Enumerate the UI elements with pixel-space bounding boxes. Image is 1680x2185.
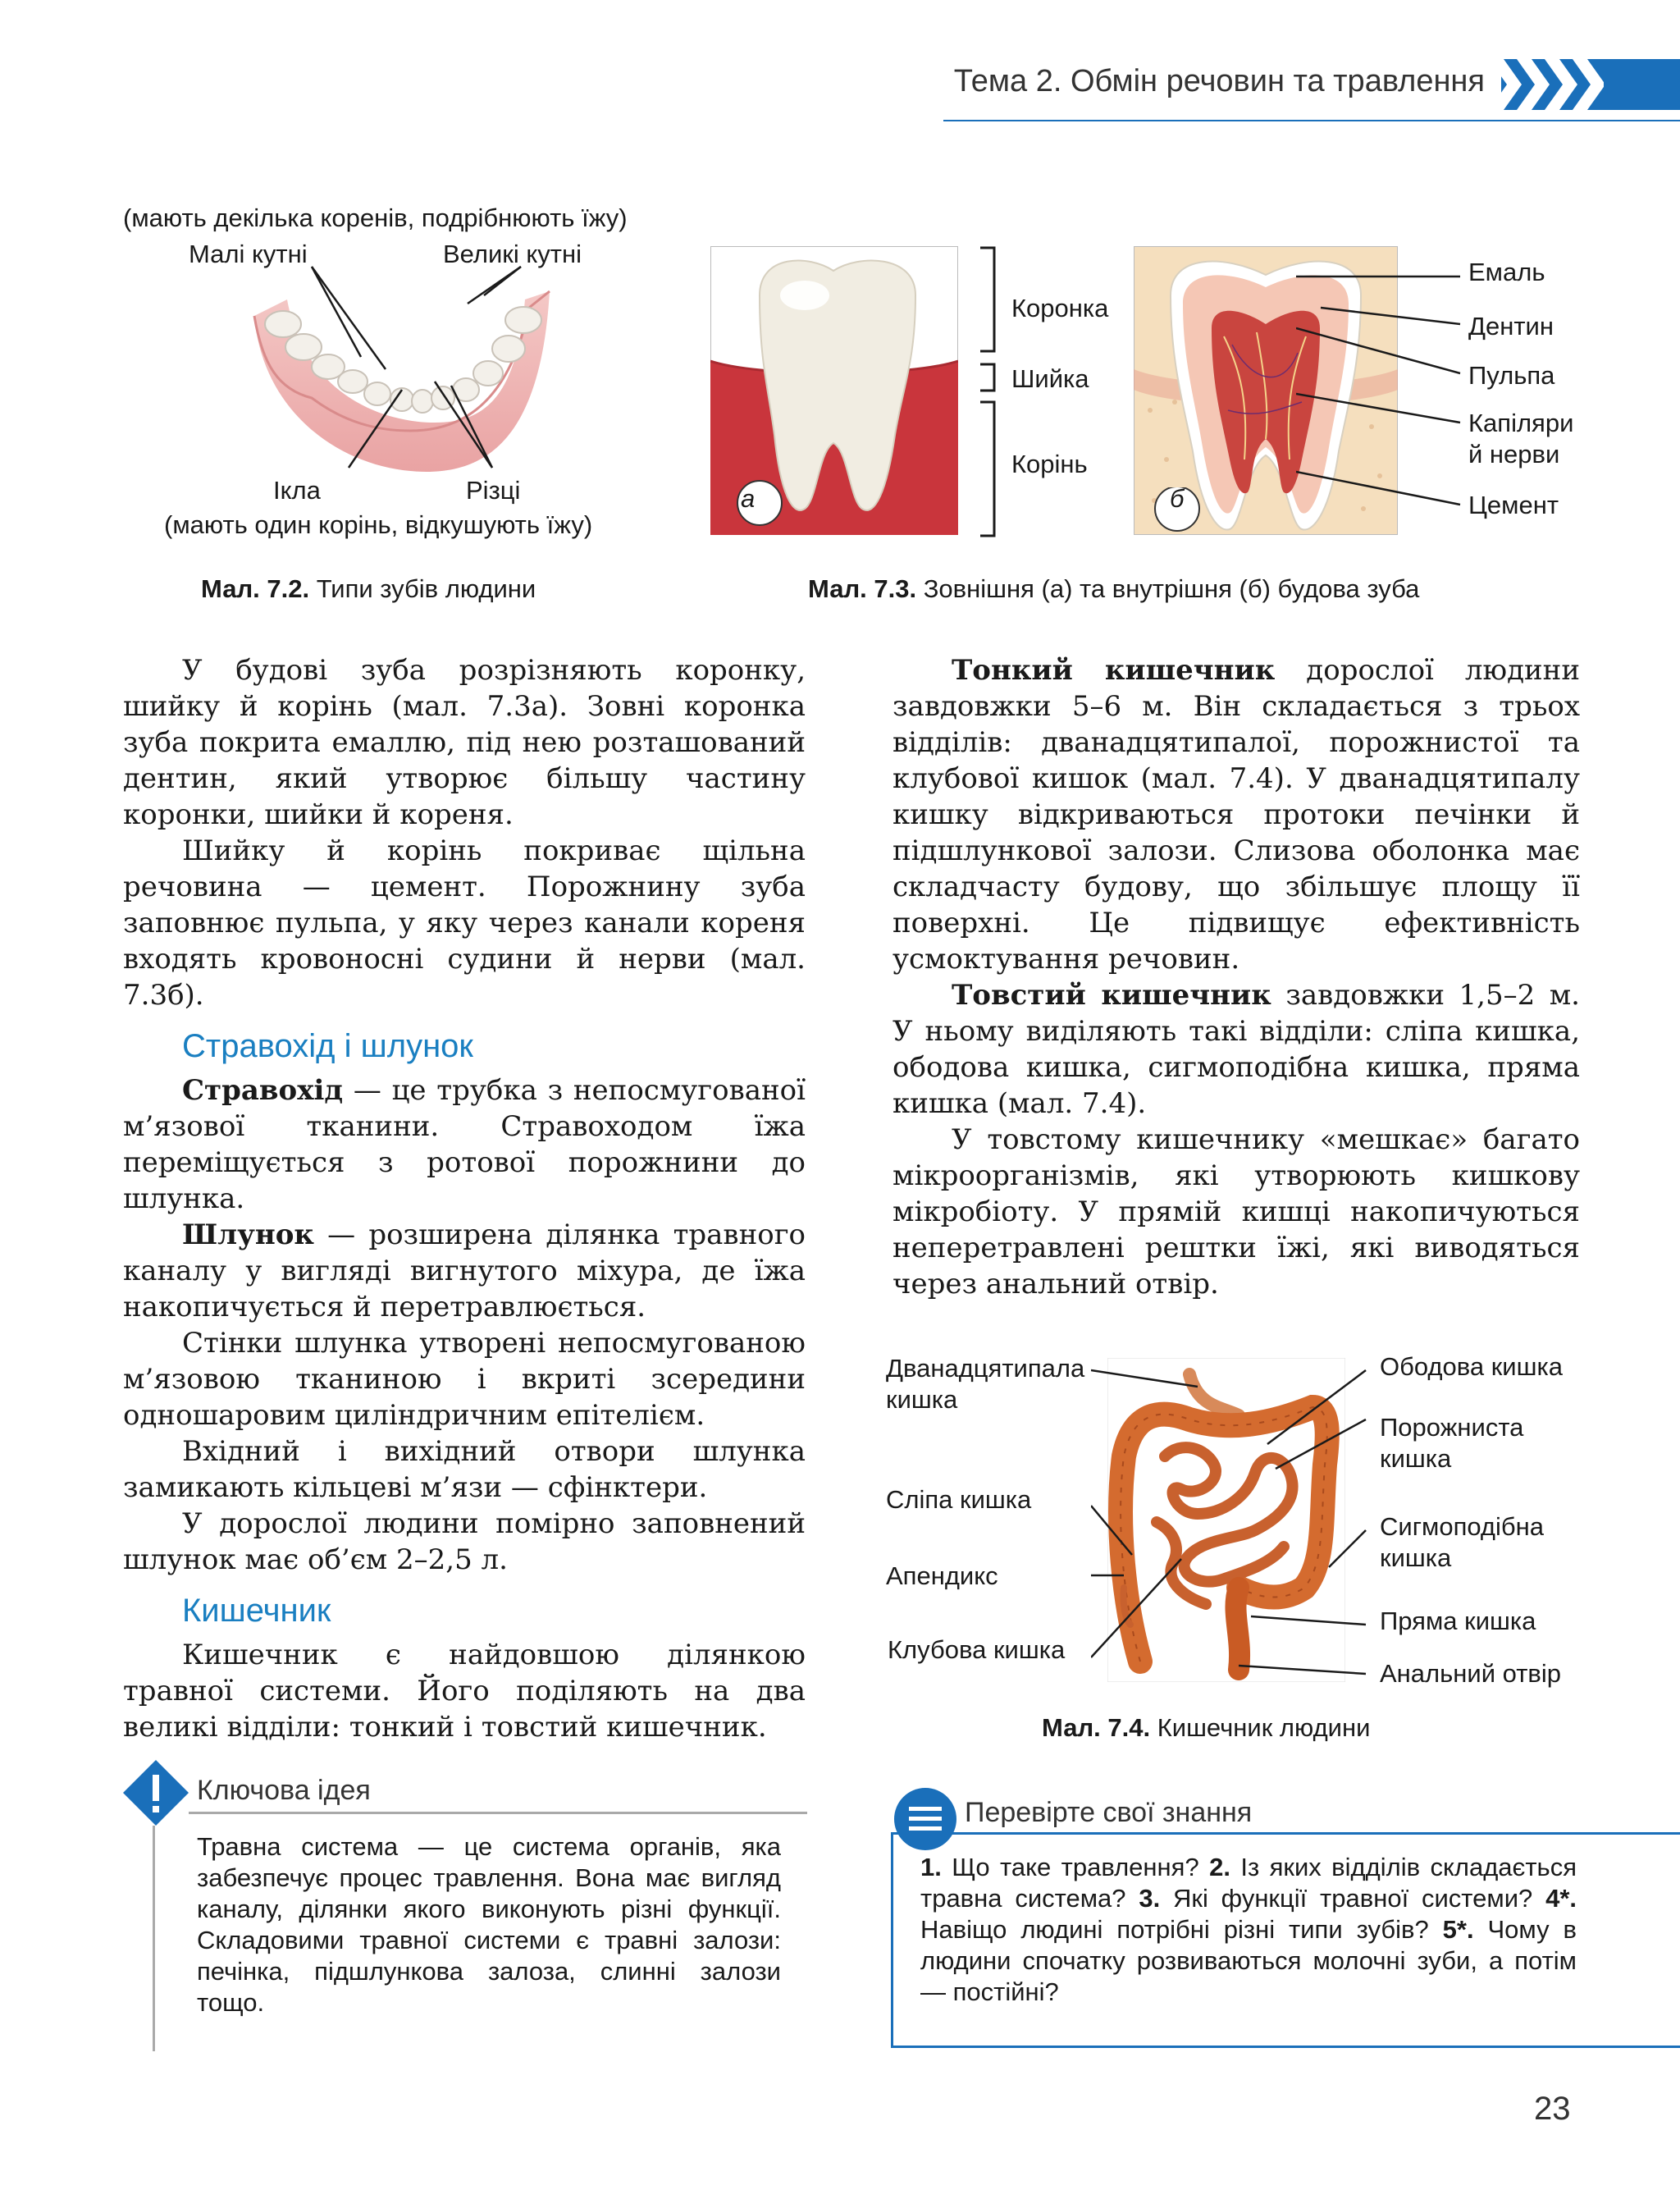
fig73-label-cement: Цемент (1468, 491, 1559, 519)
fig73-label-pulp: Пульпа (1468, 361, 1555, 390)
para-small-intestine: Тонкий кишечник дорослої людини завдовжк… (892, 654, 1580, 976)
fig74-label-duodenum: Дванадцятипала (886, 1354, 1085, 1383)
fig74-leader-lines (1091, 1369, 1367, 1675)
left-column: У будові зуба розрізняють коронку, шийку… (123, 652, 806, 1745)
fig72-caption: Мал. 7.2. Типи зубів людини (201, 574, 536, 603)
fig73-label-dentin: Дентин (1468, 312, 1554, 341)
key-idea-rule (189, 1812, 807, 1814)
fig72-note-top: (мають декілька коренів, подрібнюють їжу… (123, 203, 628, 232)
running-header: Тема 2. Обмін речовин та травлення (953, 64, 1485, 98)
fig74-label-rectum: Пряма кишка (1380, 1607, 1536, 1635)
right-column: Тонкий кишечник дорослої людини завдовжк… (892, 652, 1580, 1302)
jaw-illustration (253, 290, 550, 472)
fig73-leader-lines (1296, 275, 1461, 506)
intestine-illustration (1107, 1358, 1345, 1682)
fig73-label-capillaries: Капіляри (1468, 409, 1574, 437)
list-icon (894, 1788, 956, 1850)
fig73-label-nerves: й нерви (1468, 440, 1560, 469)
header-chevrons-icon (1489, 59, 1604, 110)
para-sphincters: Вхідний і вихідний отвори шлунка замикаю… (123, 1435, 806, 1504)
para-intestine: Кишечник є найдовшою ділянкою травної си… (123, 1639, 806, 1744)
para-large-intestine: Товстий кишечник завдовжки 1,5–2 м. У нь… (892, 979, 1580, 1120)
fig74-label-jejunum: Порожниста (1380, 1413, 1524, 1442)
fig72-label-incisors: Різці (466, 476, 521, 505)
fig73-label-root: Корінь (1011, 450, 1088, 478)
para-tooth-structure: У будові зуба розрізняють коронку, шийку… (123, 654, 806, 831)
check-knowledge-title: Перевірте свої знання (965, 1797, 1253, 1828)
fig72-leader-lines (310, 265, 522, 469)
fig74-label-appendix: Апендикс (886, 1561, 998, 1590)
fig72-note-bottom: (мають один корінь, відкушують їжу) (164, 510, 593, 539)
check-knowledge-questions: 1. Що таке травлення? 2. Із яких відділі… (920, 1853, 1577, 2006)
heading-esophagus-stomach: Стравохід і шлунок (182, 1028, 473, 1064)
para-stomach-walls: Стінки шлунка утворені непосмугованою м’… (123, 1327, 806, 1432)
fig74-label-anus: Анальний отвір (1380, 1659, 1561, 1688)
fig74-label-ileum: Клубова кишка (888, 1635, 1066, 1664)
tooth-region-brackets (980, 246, 996, 537)
fig74-label-cecum: Сліпа кишка (886, 1485, 1032, 1514)
tooth-badge-b-label: б (1170, 484, 1185, 513)
fig74-label-jejunum-2: кишка (1380, 1444, 1452, 1473)
fig72-label-small-molars: Малі кутні (189, 240, 308, 268)
fig73-caption: Мал. 7.3. Зовнішня (а) та внутрішня (б) … (808, 574, 1420, 603)
para-stomach-volume: У дорослої людини помірно заповнений шлу… (123, 1507, 806, 1576)
tooth-badge-a-label: а (741, 484, 756, 513)
fig74-label-sigmoid-2: кишка (1380, 1543, 1452, 1572)
fig73-label-enamel: Емаль (1468, 258, 1545, 286)
header-rule (943, 120, 1680, 121)
key-idea-text: Травна система — це система органів, яка… (197, 1832, 781, 2017)
fig74-label-colon: Ободова кишка (1380, 1352, 1563, 1381)
fig73-label-crown: Коронка (1011, 294, 1109, 322)
fig72-label-large-molars: Великі кутні (443, 240, 582, 268)
para-cement-pulp: Шийку й корінь покриває щільна речовина … (123, 834, 806, 1012)
heading-intestine: Кишечник (182, 1593, 331, 1629)
fig74-label-sigmoid: Сигмоподібна (1380, 1512, 1545, 1541)
para-microbiota: У товстому кишечнику «мешкає» багато мік… (892, 1123, 1580, 1300)
key-idea-side-rule (153, 1826, 155, 2051)
fig73-label-neck: Шийка (1011, 364, 1089, 393)
fig74-caption: Мал. 7.4. Кишечник людини (1042, 1713, 1371, 1742)
exclamation-icon (123, 1760, 189, 1826)
fig72-label-canines: Ікла (273, 476, 321, 505)
para-esophagus: Стравохід — це трубка з непосмугованої м… (123, 1074, 806, 1215)
tooth-badge-b (1154, 487, 1200, 532)
page-number: 23 (1534, 2091, 1571, 2127)
para-stomach: Шлунок — розширена ділянка травного кана… (123, 1218, 806, 1323)
fig74-label-duodenum-2: кишка (886, 1385, 958, 1414)
check-knowledge-box (891, 1832, 1680, 2048)
tooth-badge-a (712, 261, 786, 526)
key-idea-title: Ключова ідея (197, 1775, 371, 1806)
